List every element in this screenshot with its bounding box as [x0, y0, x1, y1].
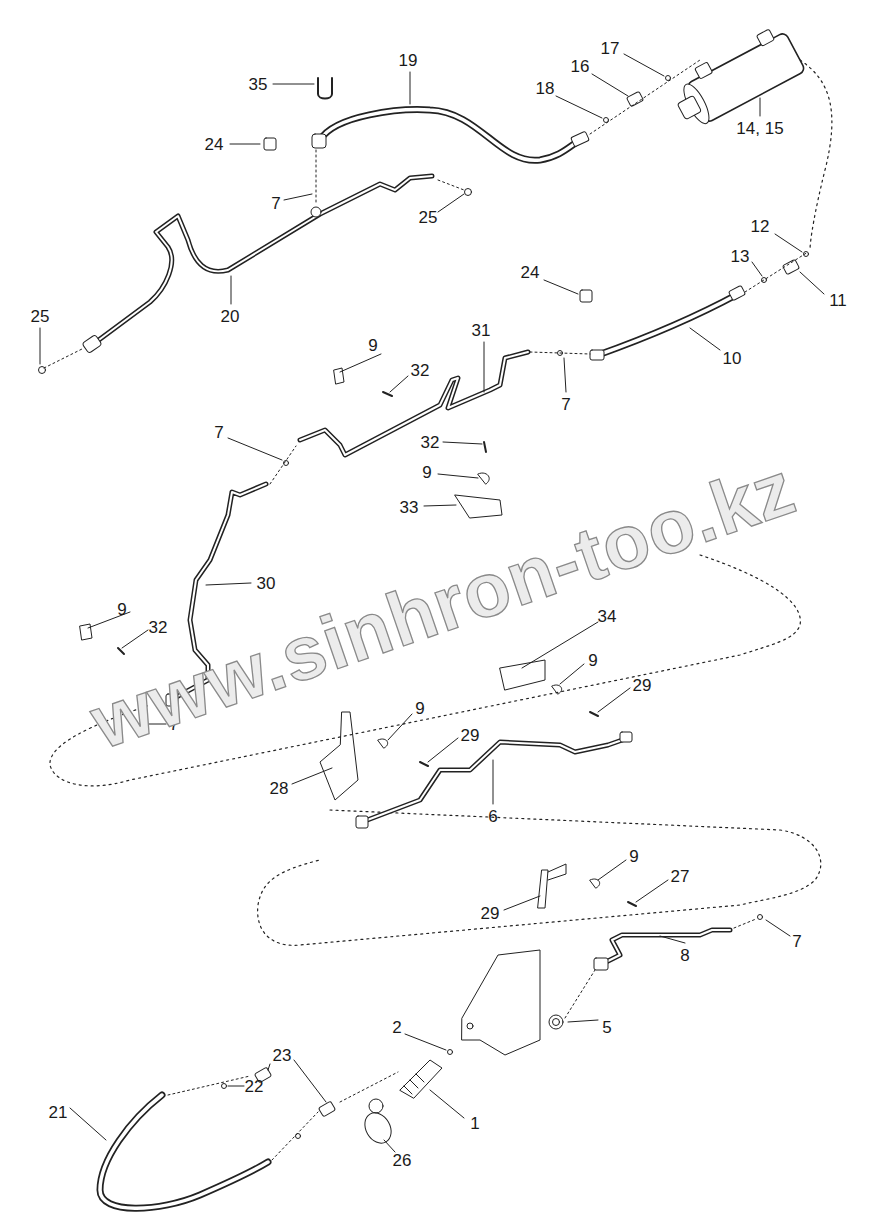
callout-number: 13 [731, 248, 750, 265]
callout-number: 28 [270, 780, 289, 797]
callout-number: 6 [488, 808, 497, 825]
callout-number: 12 [751, 218, 770, 235]
callout-number: 22 [245, 1078, 264, 1095]
callout-number: 25 [31, 308, 50, 325]
callout-number: 25 [419, 209, 438, 226]
callout-number: 32 [149, 619, 168, 636]
callout-number: 32 [411, 362, 430, 379]
callout-number: 9 [415, 700, 424, 717]
callout-number: 19 [399, 52, 418, 69]
callout-number: 24 [205, 136, 224, 153]
callout-number: 34 [598, 608, 617, 625]
callout-number: 2 [392, 1019, 401, 1036]
callout-number: 35 [249, 76, 268, 93]
callout-number: 9 [368, 337, 377, 354]
callout-number: 9 [422, 464, 431, 481]
callout-number: 21 [49, 1104, 68, 1121]
callout-number: 10 [723, 350, 742, 367]
callout-number: 14, 15 [736, 120, 783, 137]
callout-number: 20 [221, 308, 240, 325]
callout-number: 7 [271, 195, 280, 212]
callout-number: 7 [214, 424, 223, 441]
callout-number: 9 [629, 848, 638, 865]
callout-number: 31 [472, 322, 491, 339]
callout-number: 23 [273, 1047, 292, 1064]
watermark: www.sinhron-too.kz [82, 449, 804, 761]
callout-number: 1 [470, 1115, 479, 1132]
callout-number: 7 [792, 933, 801, 950]
callout-number: 26 [393, 1152, 412, 1169]
callout-number: 5 [602, 1019, 611, 1036]
callout-number: 33 [400, 499, 419, 516]
callout-number: 8 [680, 947, 689, 964]
callout-number: 18 [536, 80, 555, 97]
callout-number: 16 [571, 58, 590, 75]
callout-number: 9 [588, 652, 597, 669]
callout-number: 17 [601, 40, 620, 57]
callout-number: 29 [633, 677, 652, 694]
callout-number: 27 [671, 868, 690, 885]
callout-number: 30 [257, 575, 276, 592]
callout-number: 11 [829, 292, 847, 309]
callout-number: 29 [461, 727, 480, 744]
callout-number: 29 [481, 905, 500, 922]
callout-number: 7 [561, 396, 570, 413]
callout-number: 24 [521, 264, 540, 281]
callout-number: 9 [117, 601, 126, 618]
callout-number: 32 [421, 434, 440, 451]
